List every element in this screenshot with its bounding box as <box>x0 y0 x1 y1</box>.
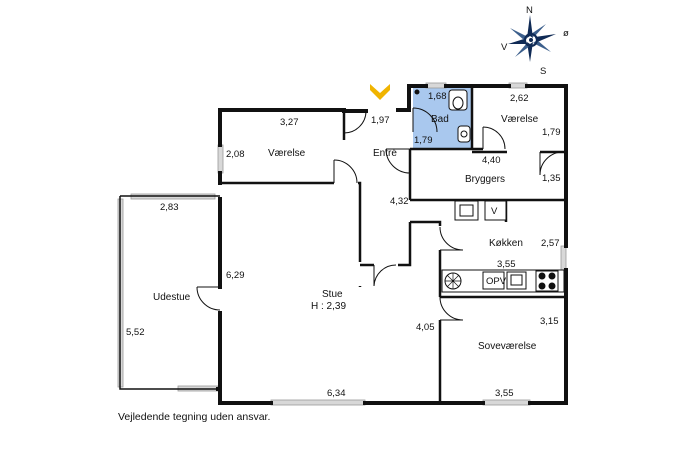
dim-label: 3,55 <box>495 388 514 399</box>
dishwasher-icon <box>482 271 505 290</box>
dim-label: 3,27 <box>280 117 299 128</box>
window <box>217 144 224 174</box>
dim-label: 3,55 <box>497 259 516 270</box>
dim-label: 3,15 <box>540 316 559 327</box>
compass-w: V <box>501 42 508 53</box>
washer-icon <box>484 200 507 221</box>
dim-label: 4,32 <box>390 196 409 207</box>
kitchen-counter <box>441 269 565 293</box>
room-udestue: Udestue <box>153 292 191 303</box>
dim-label: 2,08 <box>226 149 245 160</box>
sunroom-frame <box>119 195 220 390</box>
utility-fixtures <box>454 200 507 221</box>
sink-drain-icon <box>460 130 468 138</box>
window <box>270 399 366 406</box>
kitchen-basin-icon <box>510 274 523 286</box>
fan-blades-icon <box>445 273 461 289</box>
dim-label: 1,35 <box>542 173 561 184</box>
compass-s: S <box>540 66 546 77</box>
exterior-walls <box>216 84 568 405</box>
dim-label: 6,34 <box>327 388 346 399</box>
room-bad: Bad <box>431 114 449 125</box>
dim-label: 4,40 <box>482 155 501 166</box>
dim-label: 1,79 <box>414 135 433 146</box>
compass-rose-icon <box>508 15 556 62</box>
room-stue-height: H : 2,39 <box>311 301 346 312</box>
interior-walls <box>218 86 566 403</box>
burner-icon <box>548 272 556 280</box>
toilet-bowl-icon <box>452 96 464 110</box>
entrance-arrow-icon <box>370 84 390 100</box>
room-vaerelse-top: Værelse <box>501 114 539 125</box>
disclaimer-caption: Vejledende tegning uden ansvar. <box>118 411 271 423</box>
dim-label: 6,29 <box>226 270 245 281</box>
door-swings <box>196 107 564 321</box>
window <box>560 245 567 271</box>
window <box>425 82 447 89</box>
dim-label: 5,52 <box>126 327 145 338</box>
window <box>482 399 531 406</box>
dim-label: 2,57 <box>541 238 560 249</box>
room-koekken: Køkken <box>489 238 523 249</box>
dim-label: 2,62 <box>510 93 529 104</box>
opv-label: OPV <box>486 276 507 287</box>
dim-label: 1,79 <box>542 127 561 138</box>
room-vaerelse-left: Værelse <box>268 148 306 159</box>
room-entre: Entré <box>373 148 397 159</box>
compass-e: ø <box>563 28 569 39</box>
burner-icon <box>538 282 546 290</box>
utility-basin-icon <box>459 204 474 217</box>
bathroom-fixtures <box>414 89 471 143</box>
compass-n: N <box>526 5 533 16</box>
room-bryggers: Bryggers <box>465 174 505 185</box>
shower-icon <box>414 89 420 95</box>
dim-label: 1,97 <box>371 115 390 126</box>
room-sovevaerelse: Soveværelse <box>478 341 537 352</box>
dim-label: 1,68 <box>428 91 447 102</box>
room-stue: Stue <box>322 289 343 300</box>
burner-icon <box>548 282 556 290</box>
burner-icon <box>538 272 546 280</box>
dim-label: 2,83 <box>160 202 179 213</box>
dim-label: 4,05 <box>416 322 435 333</box>
washer-label: V <box>491 206 498 217</box>
window <box>508 82 528 89</box>
